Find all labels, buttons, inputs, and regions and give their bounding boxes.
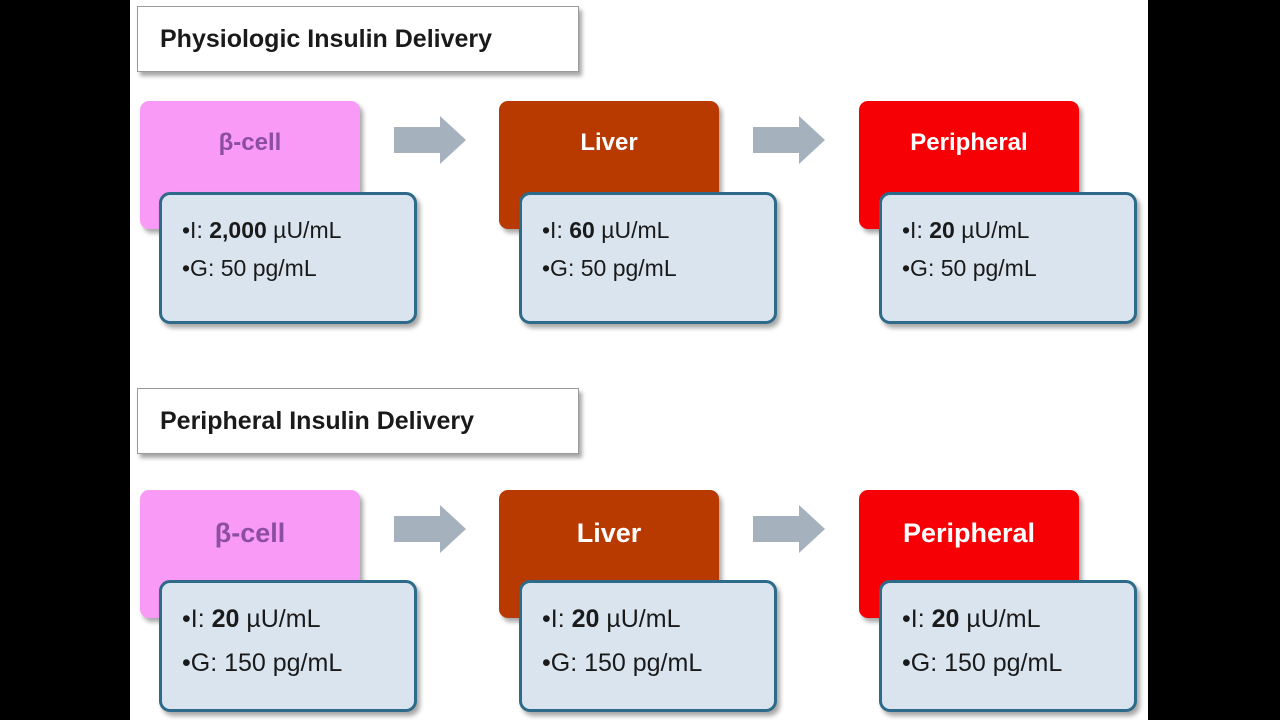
glucagon-line: •G: 50 pg/mL — [182, 255, 317, 281]
glucagon-line: •G: 150 pg/mL — [542, 649, 703, 677]
section-title-peripheral: Peripheral Insulin Delivery — [137, 388, 579, 454]
peripheral-info-box: •I: 20 µU/mL •G: 150 pg/mL — [879, 580, 1137, 712]
liver-info-box: •I: 60 µU/mL •G: 50 pg/mL — [519, 192, 777, 324]
glucagon-line: •G: 50 pg/mL — [542, 255, 677, 281]
glucagon-line: •G: 150 pg/mL — [182, 649, 343, 677]
glucagon-line: •G: 150 pg/mL — [902, 649, 1063, 677]
right-arrow-icon — [753, 116, 825, 164]
peripheral-info-box: •I: 20 µU/mL •G: 50 pg/mL — [879, 192, 1137, 324]
right-arrow-icon — [394, 505, 466, 553]
insulin-line: •I: 20 µU/mL — [902, 605, 1041, 633]
section-title-physiologic: Physiologic Insulin Delivery — [137, 6, 579, 72]
insulin-line: •I: 20 µU/mL — [542, 605, 681, 633]
insulin-line: •I: 20 µU/mL — [902, 217, 1030, 243]
diagram-canvas: Physiologic Insulin Delivery β-cell Live… — [130, 0, 1148, 720]
insulin-value: 20 — [211, 605, 240, 633]
beta-cell-info-box: •I: 20 µU/mL •G: 150 pg/mL — [159, 580, 417, 712]
insulin-value: 2,000 — [209, 217, 267, 243]
insulin-line: •I: 60 µU/mL — [542, 217, 670, 243]
right-arrow-icon — [394, 116, 466, 164]
glucagon-line: •G: 50 pg/mL — [902, 255, 1037, 281]
insulin-value: 20 — [929, 217, 955, 243]
insulin-value: 60 — [569, 217, 595, 243]
insulin-value: 20 — [571, 605, 600, 633]
insulin-line: •I: 2,000 µU/mL — [182, 217, 342, 243]
right-arrow-icon — [753, 505, 825, 553]
liver-info-box: •I: 20 µU/mL •G: 150 pg/mL — [519, 580, 777, 712]
beta-cell-info-box: •I: 2,000 µU/mL •G: 50 pg/mL — [159, 192, 417, 324]
insulin-value: 20 — [931, 605, 960, 633]
insulin-line: •I: 20 µU/mL — [182, 605, 321, 633]
